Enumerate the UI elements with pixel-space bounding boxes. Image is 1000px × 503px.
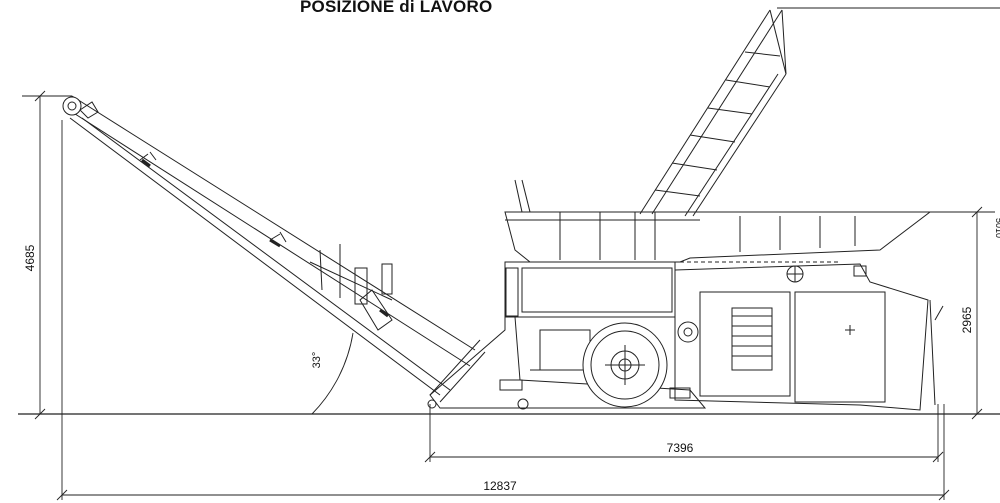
dimension-4685-label: 4685 [23, 244, 37, 271]
dimension-4685 [22, 90, 72, 420]
dimension-12837-label: 12837 [483, 479, 517, 493]
angle-arc [311, 332, 354, 415]
dimension-7396 [424, 404, 944, 463]
machine-body [429, 261, 944, 411]
drawing-title: POSIZIONE di LAVORO [300, 0, 493, 16]
feed-conveyor [639, 9, 787, 217]
dimension-5010-label: 5010 [994, 218, 1000, 238]
discharge-conveyor [62, 95, 486, 403]
hopper [504, 179, 932, 263]
rotor-wheel [582, 322, 668, 408]
dimension-7396-label: 7396 [667, 441, 694, 455]
chassis-feet [427, 379, 691, 410]
angle-label: 33° [311, 352, 323, 369]
dimension-2965-label: 2965 [960, 306, 974, 333]
conveyor-belt-marks [141, 158, 389, 318]
dimension-2965 [930, 206, 995, 420]
dimension-12837 [56, 120, 950, 501]
